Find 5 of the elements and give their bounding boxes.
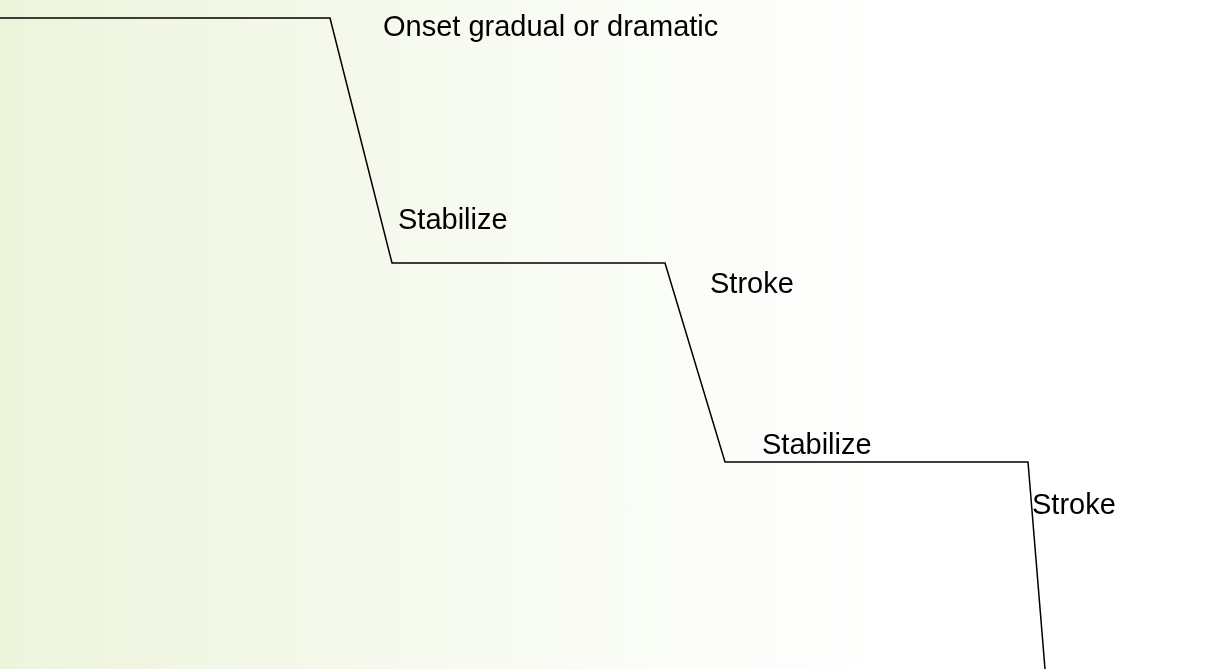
stage-label: Stabilize [762,427,872,461]
stage-label: Stroke [1032,487,1116,521]
onset-label: Onset gradual or dramatic [383,9,719,43]
stage-label: Stabilize [398,202,508,236]
stage-label: Stroke [710,266,794,300]
